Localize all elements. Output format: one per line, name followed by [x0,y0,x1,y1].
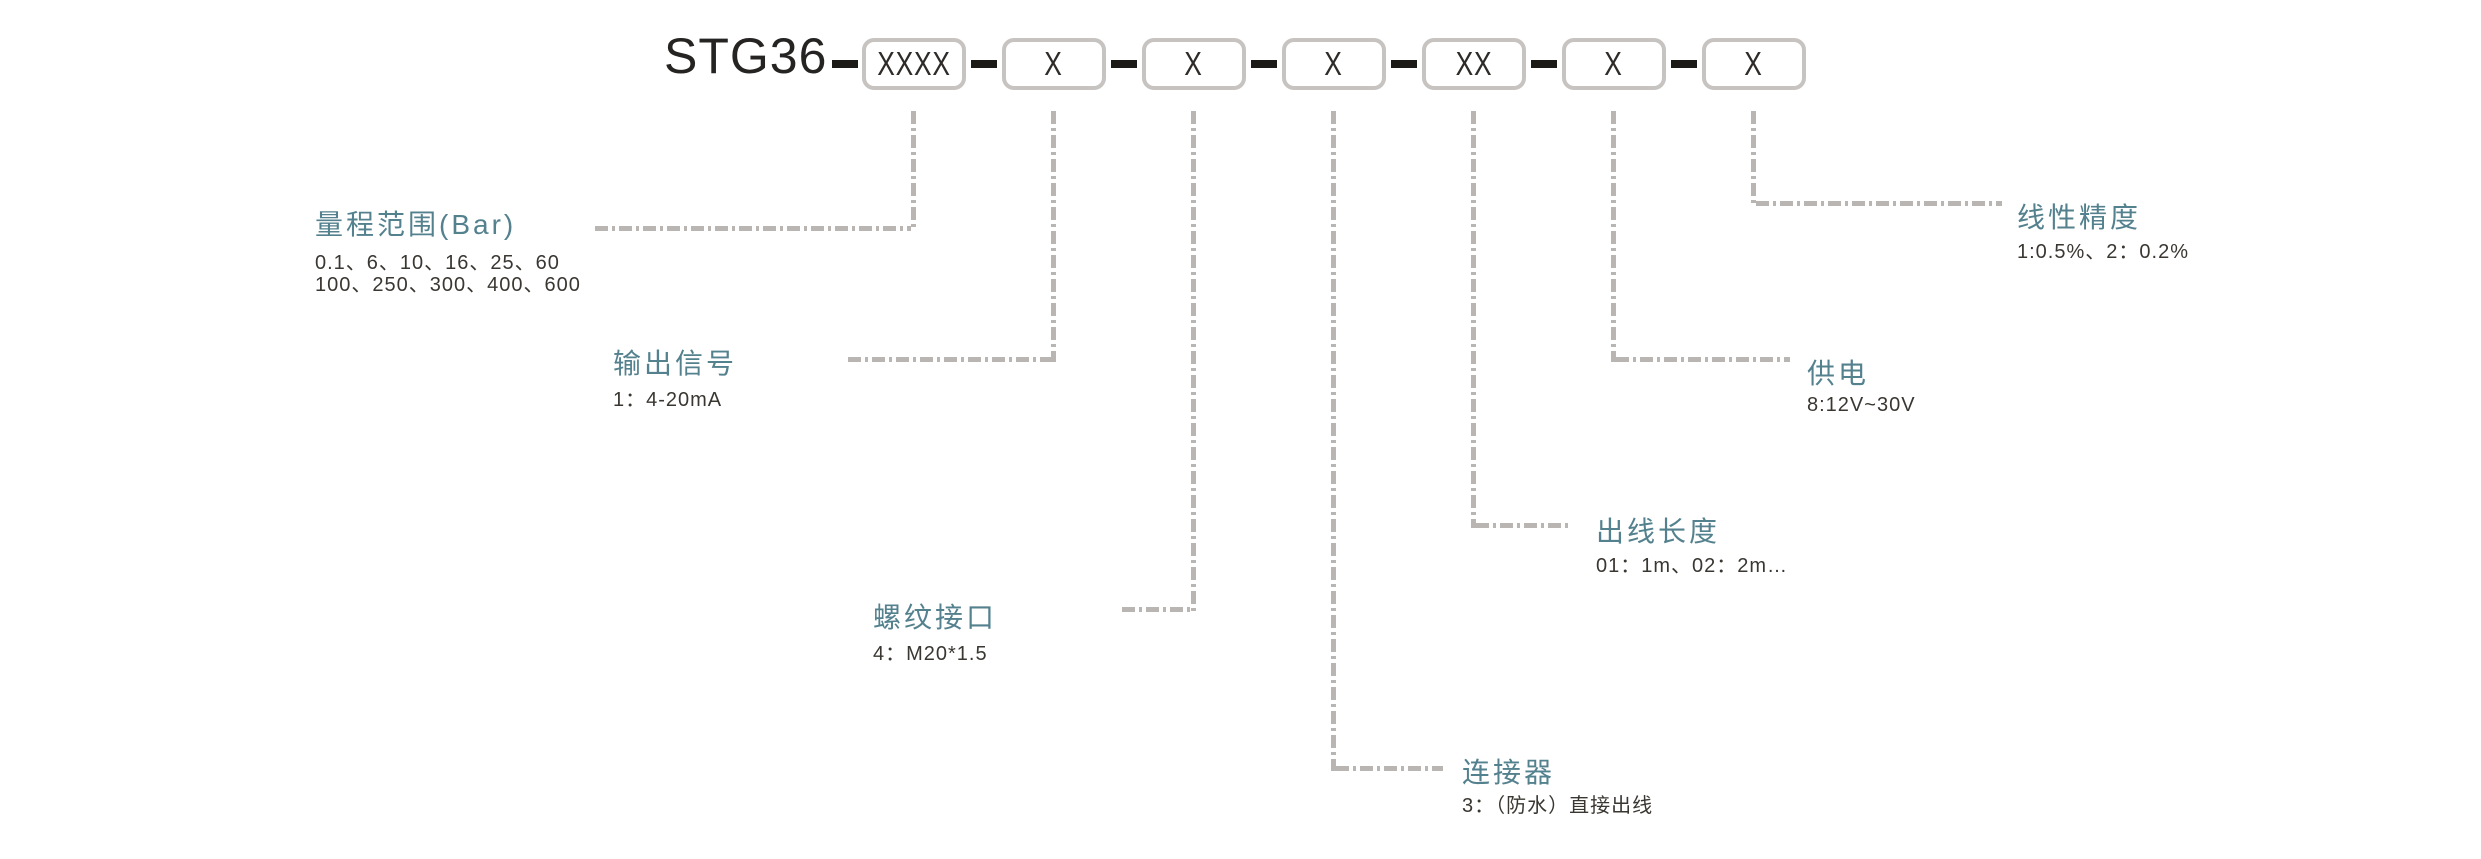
field-connector-values: 3：（防水）直接出线 [1462,795,1654,817]
leader-connector-horizontal [1336,766,1443,771]
joint-dash [1671,60,1697,68]
leader-range-vertical [911,111,916,231]
leader-thread-vertical [1191,111,1196,612]
code-box-power: X [1562,38,1666,90]
joint-dash [1391,60,1417,68]
leader-power-vertical [1611,111,1616,362]
leader-cable-length-vertical [1471,111,1476,528]
field-power-values: 8:12V~30V [1807,394,1916,416]
joint-dash [1251,60,1277,68]
code-box-thread: X [1142,38,1246,90]
leader-cable-length-horizontal [1476,523,1570,528]
field-connector-label: 连接器 [1462,757,1556,788]
field-range-label: 量程范围(Bar) [315,209,517,240]
joint-dash [1531,60,1557,68]
field-thread-label: 螺纹接口 [873,602,998,633]
code-box-accuracy-text: X [1744,45,1764,82]
field-output-signal-label: 输出信号 [613,348,738,379]
field-cable-length-values: 01：1m、02：2m… [1596,555,1789,577]
field-output-signal-values: 1：4-20mA [613,389,723,411]
field-cable-length-label: 出线长度 [1596,516,1721,547]
leader-accuracy-horizontal [1756,201,2002,206]
code-box-cable-length: XX [1422,38,1526,90]
code-box-cable-length-text: XX [1455,45,1493,82]
model-prefix: STG36 [664,28,828,84]
joint-dash [832,60,858,68]
leader-power-horizontal [1616,357,1790,362]
field-accuracy-values: 1:0.5%、2：0.2% [2017,241,2189,263]
code-box-accuracy: X [1702,38,1806,90]
field-range-values-line2: 100、250、300、400、600 [315,274,581,296]
leader-accuracy-vertical [1751,111,1756,206]
code-box-output-signal-text: X [1044,45,1064,82]
code-box-output-signal: X [1002,38,1106,90]
joint-dash [971,60,997,68]
code-box-connector-text: X [1324,45,1344,82]
joint-dash [1111,60,1137,68]
field-accuracy-label: 线性精度 [2017,202,2142,233]
leader-range-horizontal [595,226,911,231]
field-range-values-line1: 0.1、6、10、16、25、60 [315,252,560,274]
code-box-range-text: XXXX [877,45,951,82]
leader-output-signal-horizontal [848,357,1051,362]
field-power-label: 供电 [1807,358,1870,389]
leader-output-signal-vertical [1051,111,1056,362]
code-box-range: XXXX [862,38,966,90]
field-range-values: 0.1、6、10、16、25、60 100、250、300、400、600 [315,252,581,296]
leader-connector-vertical [1331,111,1336,771]
code-box-power-text: X [1604,45,1624,82]
field-thread-values: 4：M20*1.5 [873,643,988,665]
code-box-thread-text: X [1184,45,1204,82]
code-box-connector: X [1282,38,1386,90]
leader-thread-horizontal [1122,607,1191,612]
